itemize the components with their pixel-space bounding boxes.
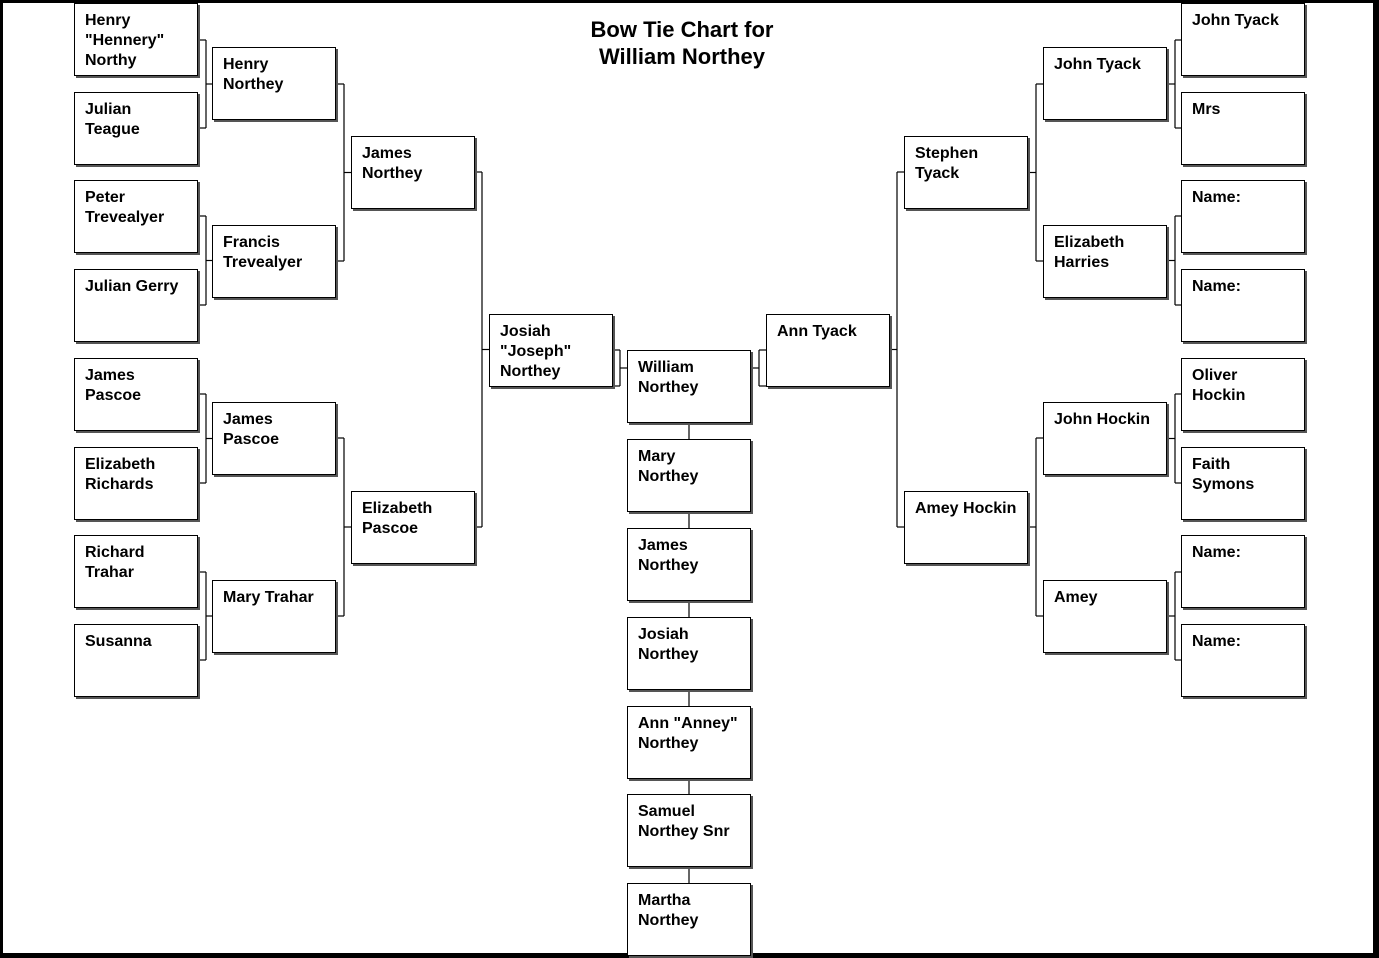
person-box-paternal-ggf-1: Henry Northey	[212, 47, 336, 120]
person-box-father: Josiah "Joseph" Northey	[489, 314, 613, 387]
person-box-paternal-ggm-1: Francis Trevealyer	[212, 225, 336, 298]
person-name: Ann Tyack	[777, 323, 857, 340]
person-name: John Hockin	[1054, 411, 1151, 428]
person-box-paternal-gggf-3: James Pascoe	[74, 358, 198, 431]
person-box-maternal-grandfather: Stephen Tyack	[904, 136, 1028, 209]
person-box-sibling-1: William Northey	[627, 350, 751, 423]
person-box-maternal-grandmother: Amey Hockin	[904, 491, 1028, 564]
person-box-sibling-7: Martha Northey	[627, 883, 751, 956]
person-name: Elizabeth Richards	[85, 456, 156, 493]
person-name: Name:	[1192, 633, 1241, 650]
person-box-maternal-ggf-1: John Tyack	[1043, 47, 1167, 120]
person-box-paternal-gggm-1: Julian Teague	[74, 92, 198, 165]
person-name: Martha Northey	[638, 892, 699, 929]
person-box-paternal-gggf-1: Henry "Hennery" Northy	[74, 3, 198, 76]
person-name: Name:	[1192, 278, 1241, 295]
person-name: Henry "Hennery" Northy	[85, 12, 165, 69]
person-box-paternal-gggm-4: Susanna	[74, 624, 198, 697]
person-box-paternal-gggm-2: Julian Gerry	[74, 269, 198, 342]
person-box-maternal-ggf-2: John Hockin	[1043, 402, 1167, 475]
chart-title: Bow Tie Chart for William Northey	[540, 16, 824, 70]
person-box-paternal-grandfather: James Northey	[351, 136, 475, 209]
person-box-sibling-6: Samuel Northey Snr	[627, 794, 751, 867]
person-name: Mary Trahar	[223, 589, 314, 606]
person-name: Mary Northey	[638, 448, 699, 485]
person-box-maternal-gggm-2: Name:	[1181, 269, 1305, 342]
person-name: James Northey	[638, 537, 699, 574]
person-name: Oliver Hockin	[1192, 367, 1246, 404]
person-name: John Tyack	[1192, 12, 1279, 29]
person-name: Samuel Northey Snr	[638, 803, 730, 840]
person-box-maternal-gggf-1: John Tyack	[1181, 3, 1305, 76]
person-name: James Pascoe	[223, 411, 280, 448]
person-box-mother: Ann Tyack	[766, 314, 890, 387]
person-name: Faith Symons	[1192, 456, 1255, 493]
person-name: John Tyack	[1054, 56, 1141, 73]
person-name: Name:	[1192, 189, 1241, 206]
person-box-paternal-gggf-2: Peter Trevealyer	[74, 180, 198, 253]
person-name: James Northey	[362, 145, 423, 182]
person-name: Francis Trevealyer	[223, 234, 303, 271]
person-name: Ann "Anney" Northey	[638, 715, 738, 752]
person-name: Susanna	[85, 633, 152, 650]
person-name: Amey	[1054, 589, 1098, 606]
person-box-maternal-gggm-1: Mrs	[1181, 92, 1305, 165]
person-name: Henry Northey	[223, 56, 284, 93]
person-box-maternal-ggm-2: Amey	[1043, 580, 1167, 653]
person-name: Name:	[1192, 544, 1241, 561]
person-box-maternal-gggm-4: Name:	[1181, 624, 1305, 697]
person-box-paternal-grandmother: Elizabeth Pascoe	[351, 491, 475, 564]
person-box-maternal-gggf-3: Oliver Hockin	[1181, 358, 1305, 431]
chart-title-line1: Bow Tie Chart for	[590, 17, 774, 42]
person-name: Julian Teague	[85, 101, 140, 138]
person-name: Julian Gerry	[85, 278, 179, 295]
person-box-paternal-ggf-2: James Pascoe	[212, 402, 336, 475]
person-box-sibling-3: James Northey	[627, 528, 751, 601]
person-name: Stephen Tyack	[915, 145, 979, 182]
person-box-sibling-4: Josiah Northey	[627, 617, 751, 690]
person-name: Peter Trevealyer	[85, 189, 165, 226]
person-box-sibling-2: Mary Northey	[627, 439, 751, 512]
person-box-sibling-5: Ann "Anney" Northey	[627, 706, 751, 779]
person-name: Richard Trahar	[85, 544, 145, 581]
person-name: Elizabeth Pascoe	[362, 500, 433, 537]
person-box-maternal-gggf-2: Name:	[1181, 180, 1305, 253]
person-name: Josiah "Joseph" Northey	[500, 323, 572, 380]
person-name: James Pascoe	[85, 367, 142, 404]
person-name: Elizabeth Harries	[1054, 234, 1125, 271]
person-box-paternal-ggm-2: Mary Trahar	[212, 580, 336, 653]
person-name: Mrs	[1192, 101, 1221, 118]
person-box-maternal-ggm-1: Elizabeth Harries	[1043, 225, 1167, 298]
person-name: Amey Hockin	[915, 500, 1017, 517]
person-name: Josiah Northey	[638, 626, 699, 663]
chart-title-line2: William Northey	[598, 44, 766, 69]
person-box-paternal-gggm-3: Elizabeth Richards	[74, 447, 198, 520]
person-name: William Northey	[638, 359, 699, 396]
person-box-maternal-gggm-3: Faith Symons	[1181, 447, 1305, 520]
person-box-paternal-gggf-4: Richard Trahar	[74, 535, 198, 608]
person-box-maternal-gggf-4: Name:	[1181, 535, 1305, 608]
